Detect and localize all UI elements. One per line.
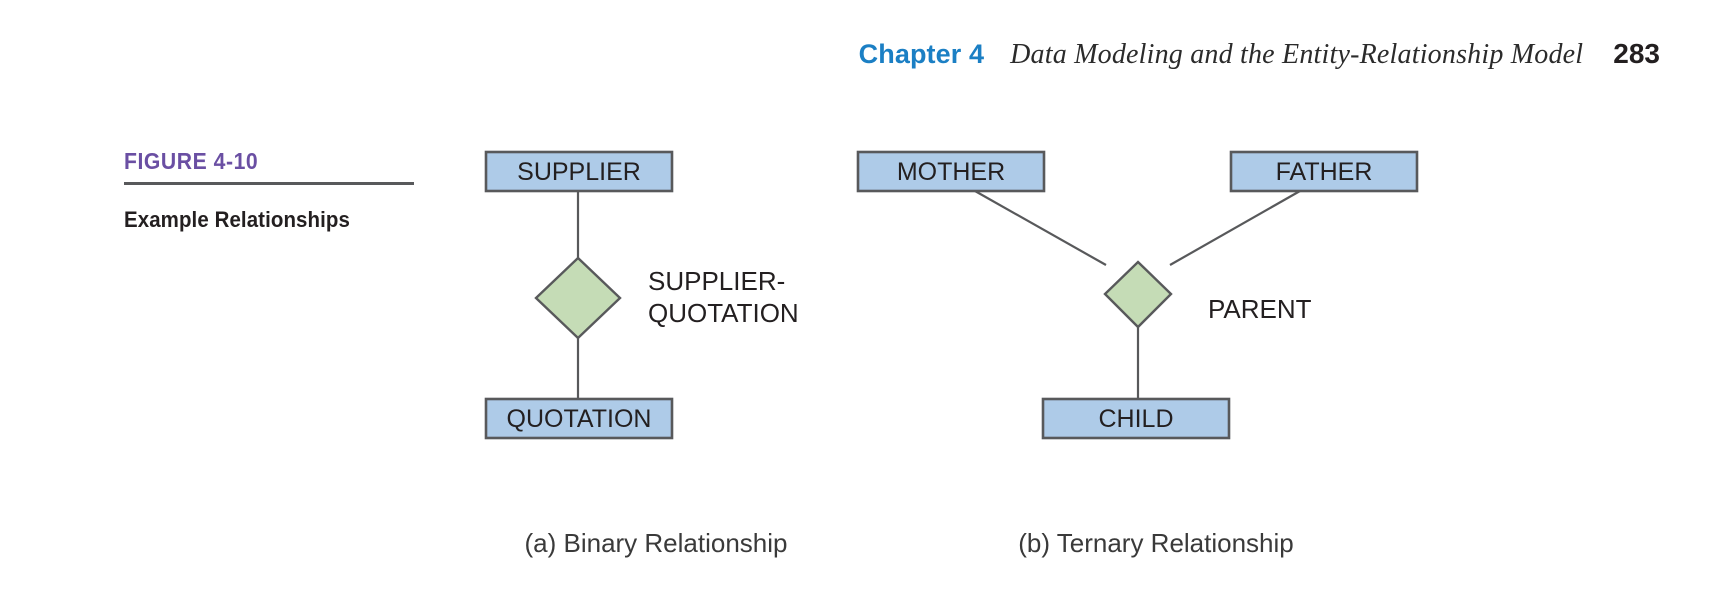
entity-mother-label: MOTHER: [897, 158, 1005, 186]
entity-supplier-label: SUPPLIER: [517, 158, 641, 186]
entity-quotation-label: QUOTATION: [507, 405, 652, 433]
entity-child[interactable]: CHILD: [1041, 397, 1231, 440]
relationship-supplier-quotation-label-line1: SUPPLIER-: [648, 266, 785, 296]
entity-supplier-box[interactable]: [484, 150, 674, 193]
figure-divider-rule: [124, 182, 414, 185]
page-running-head: Chapter 4 Data Modeling and the Entity-R…: [0, 38, 1660, 71]
entity-father-box[interactable]: [1229, 150, 1419, 193]
page-number: 283: [1613, 38, 1660, 69]
entity-child-box[interactable]: [1041, 397, 1231, 440]
entity-father[interactable]: FATHER: [1229, 150, 1419, 193]
entity-supplier[interactable]: SUPPLIER: [484, 150, 674, 193]
relationship-parent-label: PARENT: [1208, 294, 1312, 324]
relationship-supplier-quotation-diamond[interactable]: [534, 256, 622, 340]
diagram-binary-relationship: SUPPLIER SUPPLIER- QUOTATION QUOTATION (…: [484, 150, 799, 558]
figure-number: FIGURE 4-10: [124, 148, 259, 174]
entity-father-label: FATHER: [1276, 158, 1373, 186]
diagram-ternary-relationship: MOTHER FATHER PARENT CHILD (b) Ternary R…: [856, 150, 1419, 558]
header-chapter-title: Data Modeling and the Entity-Relationshi…: [1010, 39, 1584, 70]
relationship-supplier-quotation-label-line2: QUOTATION: [648, 298, 799, 328]
connector-mother-to-relationship: [974, 190, 1107, 266]
entity-child-label: CHILD: [1098, 405, 1173, 433]
figure-caption: Example Relationships: [124, 207, 350, 232]
diagram-binary-caption: (a) Binary Relationship: [524, 528, 787, 558]
header-chapter-label: Chapter 4: [858, 39, 985, 69]
relationship-supplier-quotation[interactable]: [534, 256, 622, 340]
entity-mother-box[interactable]: [856, 150, 1046, 193]
connector-father-to-relationship: [1169, 190, 1301, 266]
entity-mother[interactable]: MOTHER: [856, 150, 1046, 193]
figure-meta-block: FIGURE 4-10 Example Relationships: [124, 148, 414, 233]
relationship-parent-diamond[interactable]: [1103, 260, 1173, 329]
entity-quotation-box[interactable]: [484, 397, 674, 440]
relationship-parent[interactable]: [1103, 260, 1173, 329]
entity-quotation[interactable]: QUOTATION: [484, 397, 674, 440]
diagram-ternary-caption: (b) Ternary Relationship: [1018, 528, 1294, 558]
